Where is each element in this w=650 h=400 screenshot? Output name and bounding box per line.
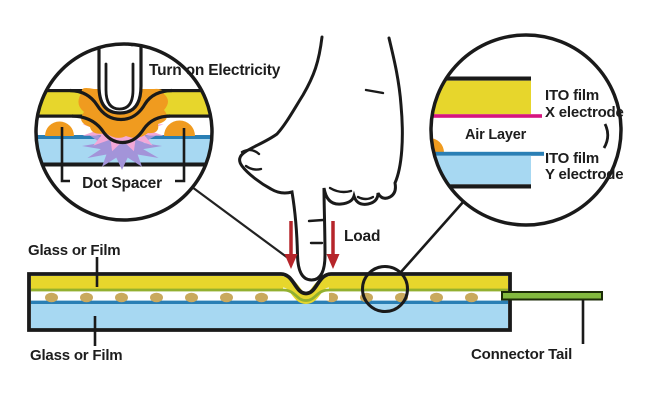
connector-tail-bar: [501, 291, 603, 301]
leader-lines: [93, 257, 585, 346]
hand-creases: [240, 88, 385, 245]
dot-spacer-bracket: [60, 127, 186, 183]
load-label: Load: [344, 228, 381, 245]
panel-electrode-line: [31, 300, 508, 304]
pressing-finger-illustration: [97, 44, 143, 115]
y-electrode-label: Y electrode: [545, 166, 624, 183]
panel-top-film: [31, 276, 508, 289]
left-inset-pointer-line: [191, 186, 289, 259]
y-electrode-film: [431, 155, 531, 185]
panel-cross-section: [27, 265, 603, 332]
panel-dot-spacers: [45, 292, 478, 303]
dot-spacers: [45, 120, 195, 136]
left-inset-circle: [34, 42, 214, 222]
connector-tail-label: Connector Tail: [471, 346, 573, 363]
x-electrode-label: X electrode: [545, 104, 624, 121]
label-group-bracket: [602, 123, 610, 149]
hand-illustration: [238, 35, 404, 282]
right-inset-circle: [429, 33, 623, 227]
turn-on-electricity-label: Turn on Electricity: [149, 62, 281, 79]
x-electrode-line: [431, 114, 542, 118]
glass-or-film-top-label: Glass or Film: [28, 242, 121, 259]
magnifier-circle: [361, 265, 409, 313]
air-layer-label: Air Layer: [465, 127, 527, 143]
glass-or-film-bottom-label: Glass or Film: [30, 347, 123, 364]
panel-bottom-glass: [31, 304, 508, 329]
x-electrode-film: [431, 80, 531, 115]
ito-film-x-label: ITO film: [545, 87, 599, 104]
dot-spacer-edge: [431, 138, 444, 153]
panel-border: [27, 272, 512, 332]
y-electrode-line: [431, 151, 544, 156]
electric-burst-purple: [82, 122, 162, 170]
right-inset-pointer-line: [400, 200, 465, 273]
panel-film-line: [31, 288, 508, 292]
load-arrows: [284, 221, 340, 269]
dot-spacer-label: Dot Spacer: [82, 175, 162, 192]
ito-film-y-label: ITO film: [545, 150, 599, 167]
